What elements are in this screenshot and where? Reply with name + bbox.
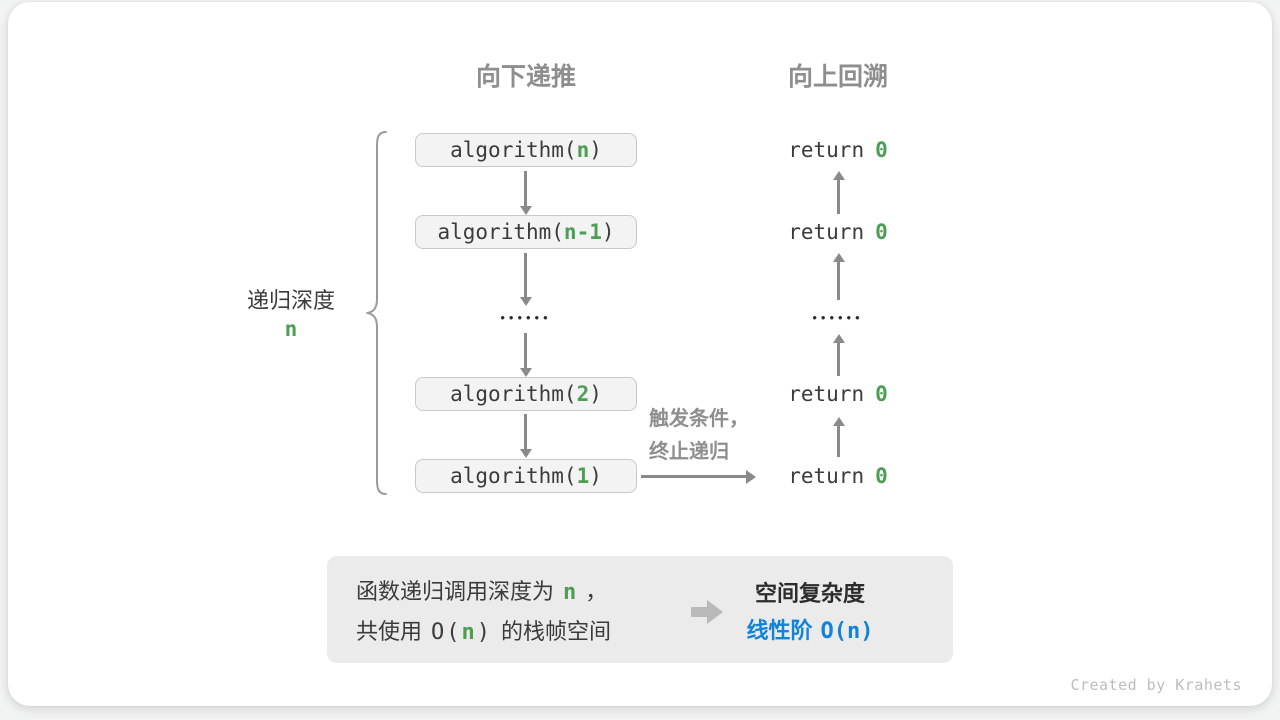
column-header-backtrack-up: 向上回溯 xyxy=(787,63,888,91)
call-text: algorithm( xyxy=(437,220,564,244)
ellipsis-left: •••••• xyxy=(500,310,552,325)
summary-line2-post: 的栈帧空间 xyxy=(501,619,612,644)
call-text: algorithm( xyxy=(450,138,577,162)
return-keyword: return xyxy=(788,138,865,162)
credit-text: Created by Krahets xyxy=(1070,676,1242,694)
ellipsis-right: •••••• xyxy=(812,310,864,325)
arrow-up-icon xyxy=(832,334,845,376)
block-arrow-right-icon xyxy=(691,600,723,624)
summary-expr: O(n) xyxy=(431,620,492,645)
call-text: ) xyxy=(601,220,615,244)
recursion-depth-label: 递归深度 xyxy=(246,288,335,313)
return-value: 0 xyxy=(875,138,888,162)
call-box-1: algorithm(1) xyxy=(415,459,637,493)
summary-expr-open: O( xyxy=(431,620,462,645)
summary-expr-close: ) xyxy=(476,620,493,645)
summary-line1: 函数递归调用深度为 n ， xyxy=(356,572,686,612)
summary-panel xyxy=(327,556,953,663)
space-complexity-label: 线性阶 xyxy=(746,618,813,643)
arrow-down-icon xyxy=(519,333,532,377)
summary-line2: 共使用 O(n) 的栈帧空间 xyxy=(356,612,686,652)
termination-annotation-line1: 触发条件， xyxy=(649,408,749,430)
summary-expr-var: n xyxy=(461,620,477,645)
call-box-n-1: algorithm(n-1) xyxy=(415,215,637,249)
call-arg: 1 xyxy=(576,464,590,488)
summary-line2-pre: 共使用 xyxy=(356,619,423,644)
return-keyword: return xyxy=(788,382,865,406)
call-text: ) xyxy=(589,382,602,406)
arrow-down-icon xyxy=(519,171,532,215)
arrow-right-icon xyxy=(641,469,756,484)
return-value: 0 xyxy=(875,220,888,244)
summary-line1-post: ， xyxy=(585,579,608,604)
call-arg: n xyxy=(576,138,590,162)
space-complexity-value: 线性阶 O(n) xyxy=(710,613,910,645)
arrow-down-icon xyxy=(519,253,532,306)
call-box-2: algorithm(2) xyxy=(415,377,637,411)
arrow-up-icon xyxy=(832,253,845,300)
call-arg: 2 xyxy=(576,382,590,406)
return-keyword: return xyxy=(788,464,865,488)
return-statement: return 0 xyxy=(760,138,916,162)
summary-line1-var: n xyxy=(563,580,577,605)
return-statement: return 0 xyxy=(760,220,916,244)
curly-brace-icon xyxy=(366,131,387,495)
arrow-up-icon xyxy=(832,417,845,457)
call-text: ) xyxy=(589,464,602,488)
return-value: 0 xyxy=(875,464,888,488)
arrow-down-icon xyxy=(519,414,532,458)
summary-line1-pre: 函数递归调用深度为 xyxy=(356,579,555,604)
return-statement: return 0 xyxy=(760,464,916,488)
call-text: algorithm( xyxy=(450,464,577,488)
call-arg: n-1 xyxy=(563,220,602,244)
return-keyword: return xyxy=(788,220,865,244)
call-text: ) xyxy=(589,138,602,162)
space-complexity-expr: O(n) xyxy=(820,619,874,644)
return-statement: return 0 xyxy=(760,382,916,406)
call-box-n: algorithm(n) xyxy=(415,133,637,167)
termination-annotation-line2: 终止递归 xyxy=(649,441,729,463)
recursion-depth-value: n xyxy=(284,317,298,341)
column-header-recurse-down: 向下递推 xyxy=(475,63,576,91)
return-value: 0 xyxy=(875,382,888,406)
call-text: algorithm( xyxy=(450,382,577,406)
arrow-up-icon xyxy=(832,171,845,214)
termination-annotation: 触发条件， 终止递归 xyxy=(649,403,779,469)
space-complexity-title: 空间复杂度 xyxy=(754,581,865,606)
